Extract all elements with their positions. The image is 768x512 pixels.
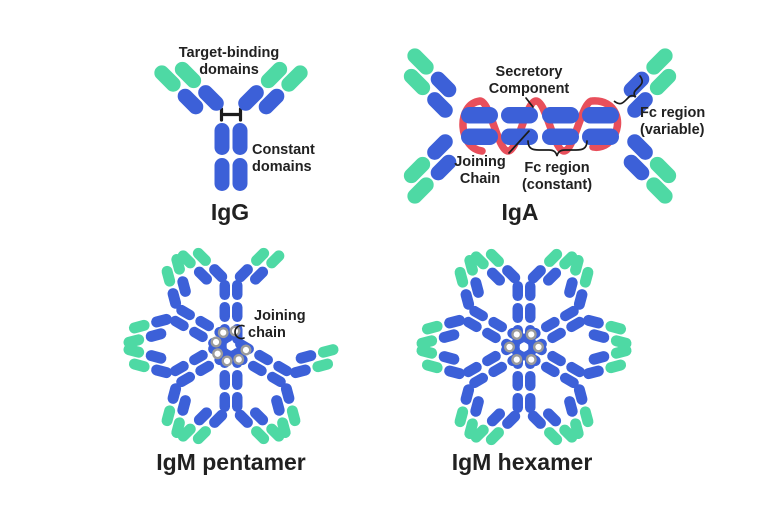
igg-title: IgG xyxy=(211,199,249,225)
secretory-leader-line xyxy=(525,97,534,108)
iga-diagram: Secretory Component Joining Chain Fc reg… xyxy=(392,45,705,225)
igm-pentamer-molecule xyxy=(111,239,352,453)
pentamer-joining-label-line2: chain xyxy=(248,325,286,341)
secretory-label-line1: Secretory xyxy=(496,64,563,80)
target-binding-label-line2: domains xyxy=(199,62,259,78)
igm-pentamer-diagram: Joining chain IgM pentamer xyxy=(111,239,352,475)
fc-constant-underbrace xyxy=(527,140,588,157)
igg-diagram: Target-binding domains Constant domains … xyxy=(151,45,315,225)
fc-variable-label-line1: Fc region xyxy=(640,105,705,121)
fc-constant-label-line1: Fc region xyxy=(524,160,589,176)
iga-joining-label-line1: Joining xyxy=(454,154,506,170)
joining-chain-pointer-arc xyxy=(234,324,245,340)
igm-hexamer-molecule xyxy=(404,240,645,454)
constant-domains-label-line2: domains xyxy=(252,159,312,175)
constant-domains-label-line1: Constant xyxy=(252,142,315,158)
igm-hexamer-diagram: IgM hexamer xyxy=(404,240,645,475)
secretory-label-line2: Component xyxy=(489,81,570,97)
iga-title: IgA xyxy=(501,199,538,225)
iga-joining-label-line2: Chain xyxy=(460,171,500,187)
fc-constant-label-line2: (constant) xyxy=(522,177,592,193)
igm-hexamer-title: IgM hexamer xyxy=(452,449,593,475)
pentamer-joining-label-line1: Joining xyxy=(254,308,306,324)
fc-variable-label-line2: (variable) xyxy=(640,122,705,138)
target-binding-label-line1: Target-binding xyxy=(179,45,279,61)
joining-chain-leader-line xyxy=(508,130,530,154)
igm-pentamer-title: IgM pentamer xyxy=(156,449,306,475)
